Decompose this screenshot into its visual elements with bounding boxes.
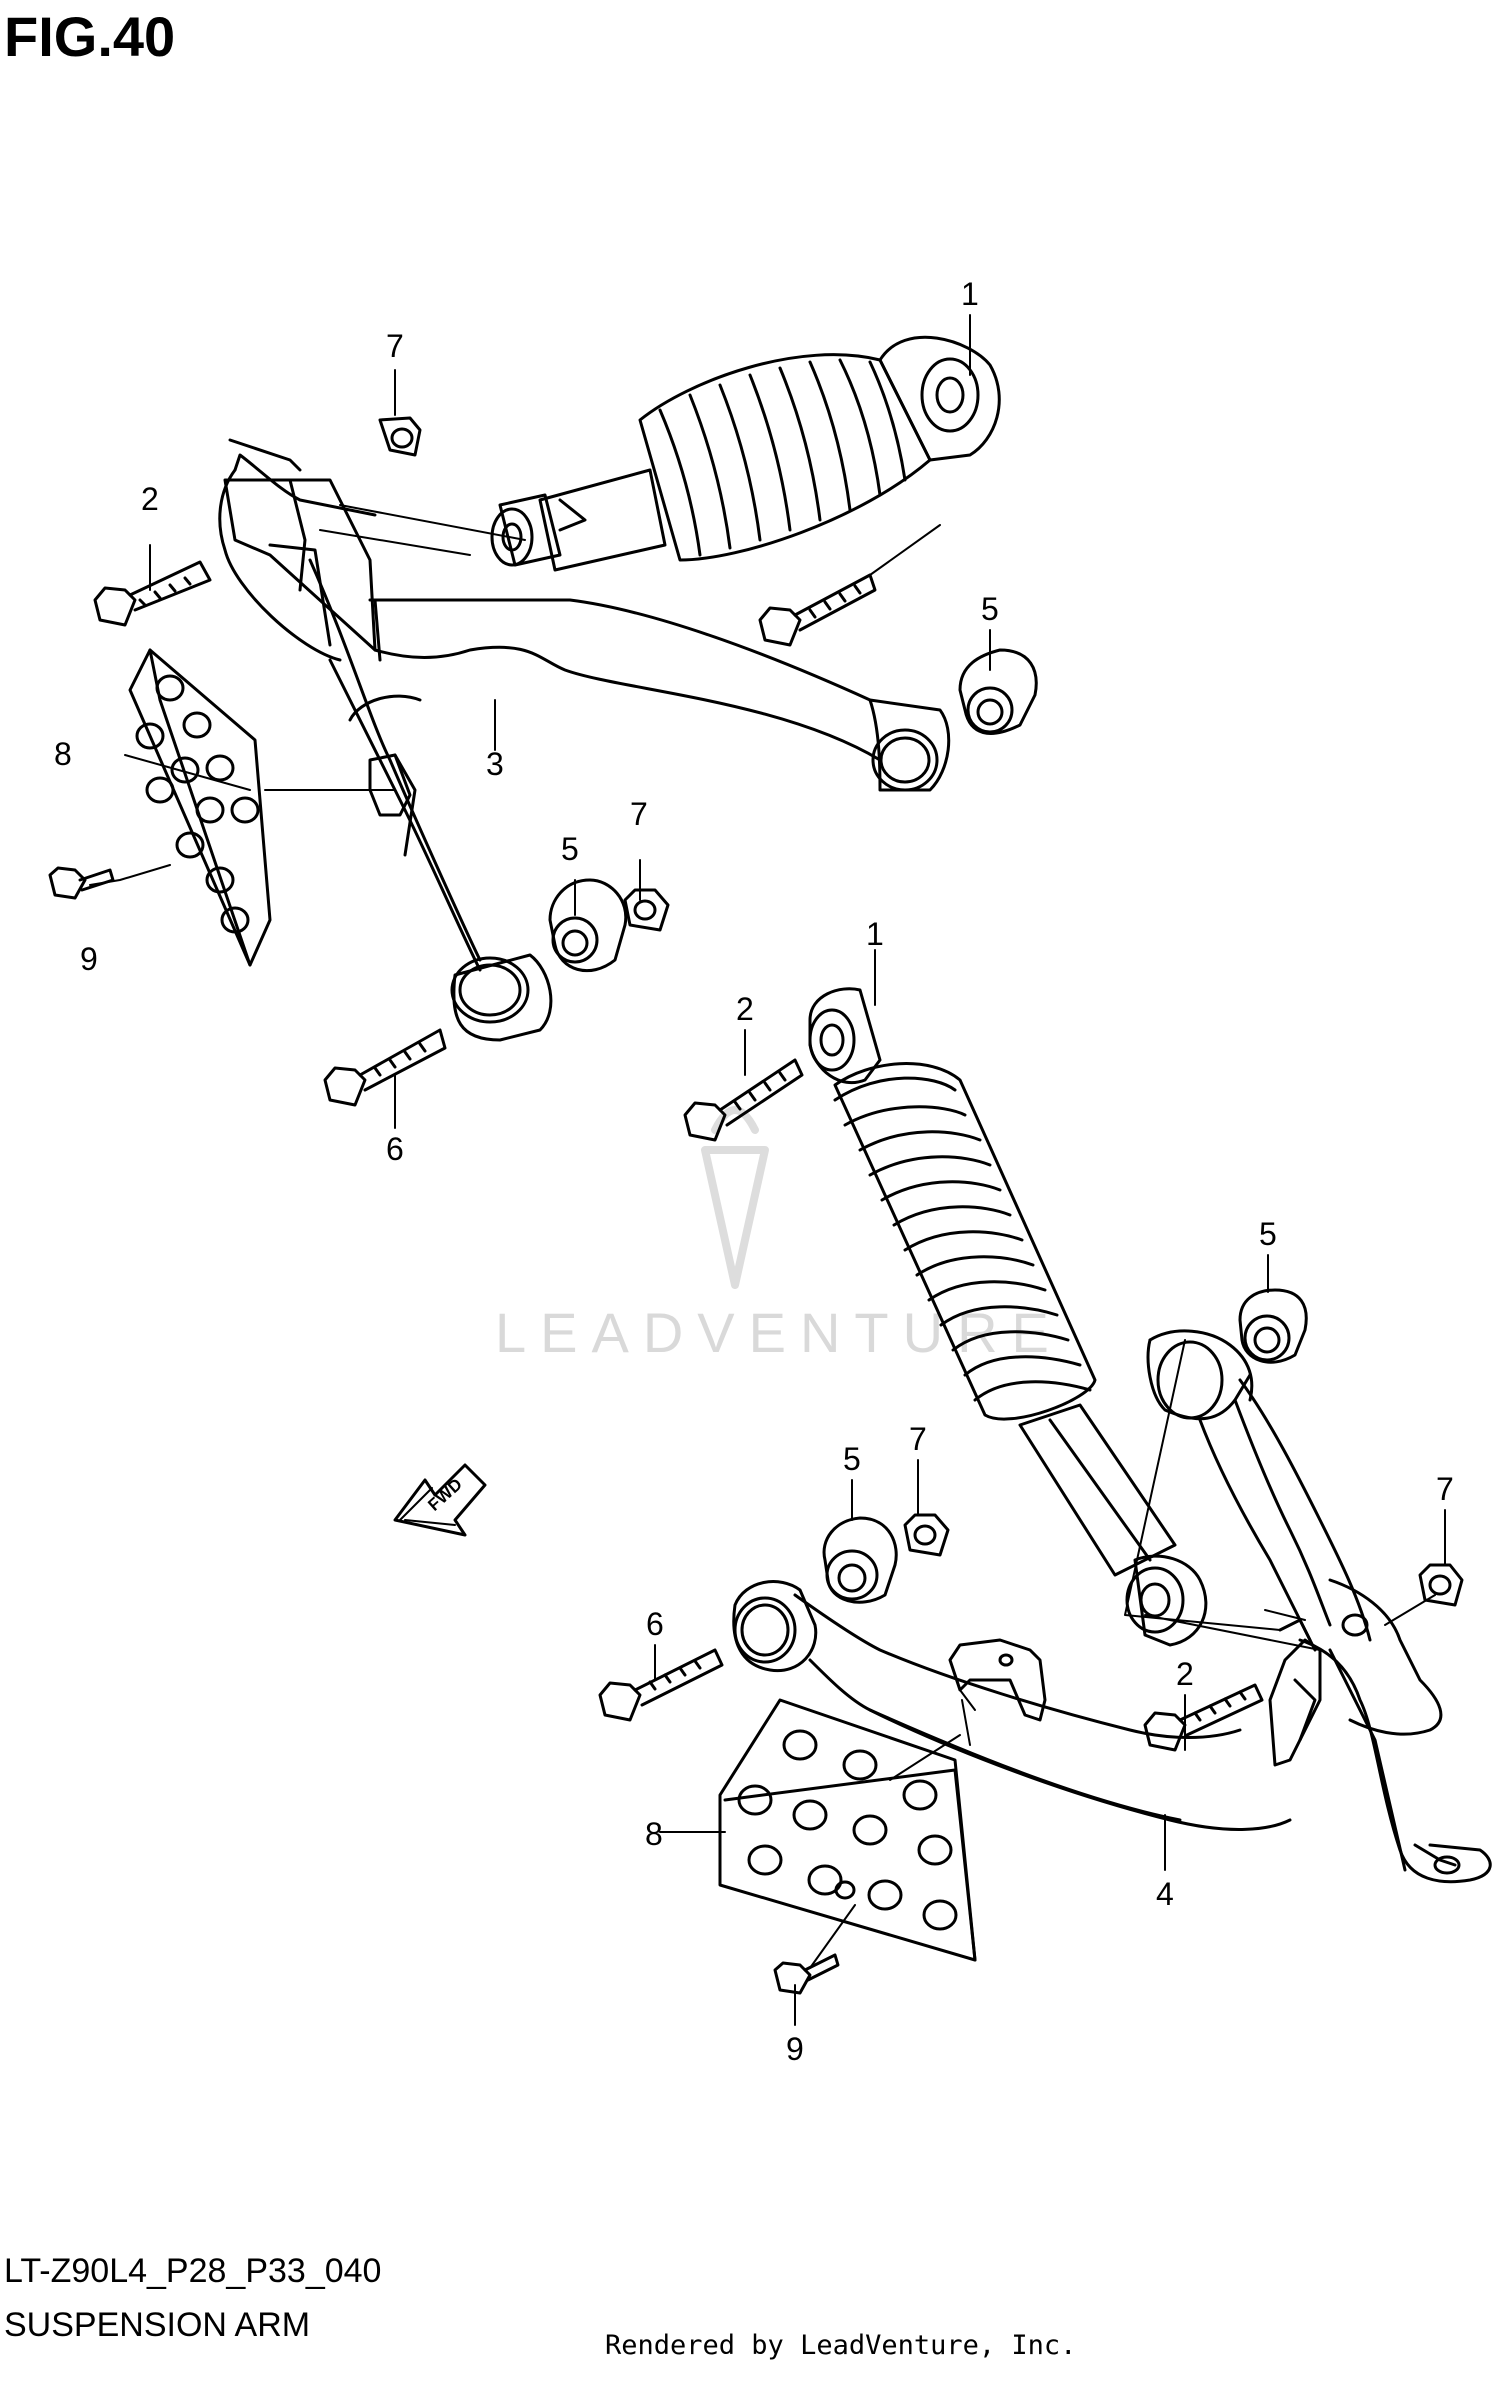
callout-6-lower: 6 [646, 1606, 664, 1642]
upper-arm-mount-tab [368, 753, 412, 817]
upper-arm-front-bushing [452, 953, 553, 1042]
upper-bushing-rear [958, 648, 1038, 735]
watermark-logo-icon [701, 1106, 769, 1289]
lower-shock-body [1018, 1403, 1177, 1577]
lower-arm-mount-tab [948, 1638, 1047, 1722]
lower-leader-lines [654, 949, 1446, 2026]
upper-shock-rod [538, 468, 667, 572]
lower-shock-bottom-eye [1133, 1554, 1208, 1647]
upper-shock-coil-spring [638, 353, 932, 562]
lower-arm-rear-bracket [1298, 1638, 1492, 1884]
upper-front-pivot-bolt [323, 1028, 447, 1107]
upper-nut-top [378, 416, 422, 457]
callout-5-upper-rear: 5 [981, 591, 999, 627]
upper-shock-mount-bolt [93, 560, 212, 627]
callout-7-upper-front: 7 [630, 796, 648, 832]
callout-3: 3 [486, 746, 504, 782]
lower-shock-bottom-bolt [1143, 1683, 1264, 1752]
callout-9-lower: 9 [786, 2031, 804, 2067]
upper-footrest-plate [128, 648, 272, 967]
lower-arm-rear-link [1146, 1338, 1252, 1421]
diagram-name: SUSPENSION ARM [4, 2306, 311, 2344]
upper-arm-bracket [223, 478, 377, 652]
lower-bushing-rear [1238, 1288, 1308, 1364]
lower-footrest-plate [718, 1698, 977, 1962]
callout-1-lower: 1 [866, 916, 884, 952]
callouts: 1 7 2 5 3 8 5 7 9 1 2 6 5 7 5 7 6 2 8 4 … [54, 276, 1454, 2067]
upper-leader-lines [89, 314, 991, 1129]
callout-4: 4 [1156, 1876, 1174, 1912]
lower-nut-front [903, 1513, 950, 1557]
lower-shock-coil-spring [833, 1062, 1097, 1421]
callout-7-lower-front: 7 [909, 1421, 927, 1457]
callout-7-lower-rear: 7 [1436, 1471, 1454, 1507]
upper-bushing-front [548, 878, 628, 973]
figure-title: FIG.40 [4, 5, 176, 68]
fwd-label: FWD [424, 1475, 465, 1515]
lower-shock-absorber [808, 987, 1208, 1647]
upper-footrest-screw [48, 866, 115, 900]
upper-nut-front [623, 888, 670, 932]
callout-5-upper-front: 5 [561, 831, 579, 867]
lower-front-pivot-bolt [598, 1648, 724, 1722]
callout-8-lower: 8 [645, 1816, 663, 1852]
fwd-arrow-icon: FWD [393, 1463, 487, 1537]
callout-7-upper-top: 7 [386, 328, 404, 364]
upper-shock-top-eye [878, 335, 1001, 462]
leadventure-watermark: LEADVENTURE [495, 1106, 1049, 1364]
upper-shock-lower-eye [498, 493, 562, 567]
diagram-code: LT-Z90L4_P28_P33_040 [4, 2252, 382, 2290]
callout-8-upper: 8 [54, 736, 72, 772]
callout-5-lower-front: 5 [843, 1441, 861, 1477]
callout-2-upper: 2 [141, 481, 159, 517]
callout-5-lower-rear: 5 [1259, 1216, 1277, 1252]
lower-nut-rear [1418, 1563, 1464, 1607]
callout-6-upper: 6 [386, 1131, 404, 1167]
upper-arm-rear-bushing [868, 698, 951, 792]
render-credit: Rendered by LeadVenture, Inc. [605, 2330, 1077, 2361]
lower-arm-front-bushing [732, 1580, 818, 1673]
upper-shock-lower-bolt [758, 573, 877, 647]
upper-shock-absorber [490, 335, 1001, 572]
upper-suspension-arm [218, 438, 951, 1042]
lower-footrest-screw [773, 1953, 840, 1995]
callout-2-lower-top: 2 [736, 991, 754, 1027]
lower-bushing-front [822, 1516, 898, 1604]
callout-1-upper: 1 [961, 276, 979, 312]
callout-9-upper: 9 [80, 941, 98, 977]
lower-shock-top-bolt [683, 1058, 804, 1142]
callout-2-lower-bottom: 2 [1176, 1656, 1194, 1692]
lower-suspension-arm [732, 1329, 1492, 1884]
